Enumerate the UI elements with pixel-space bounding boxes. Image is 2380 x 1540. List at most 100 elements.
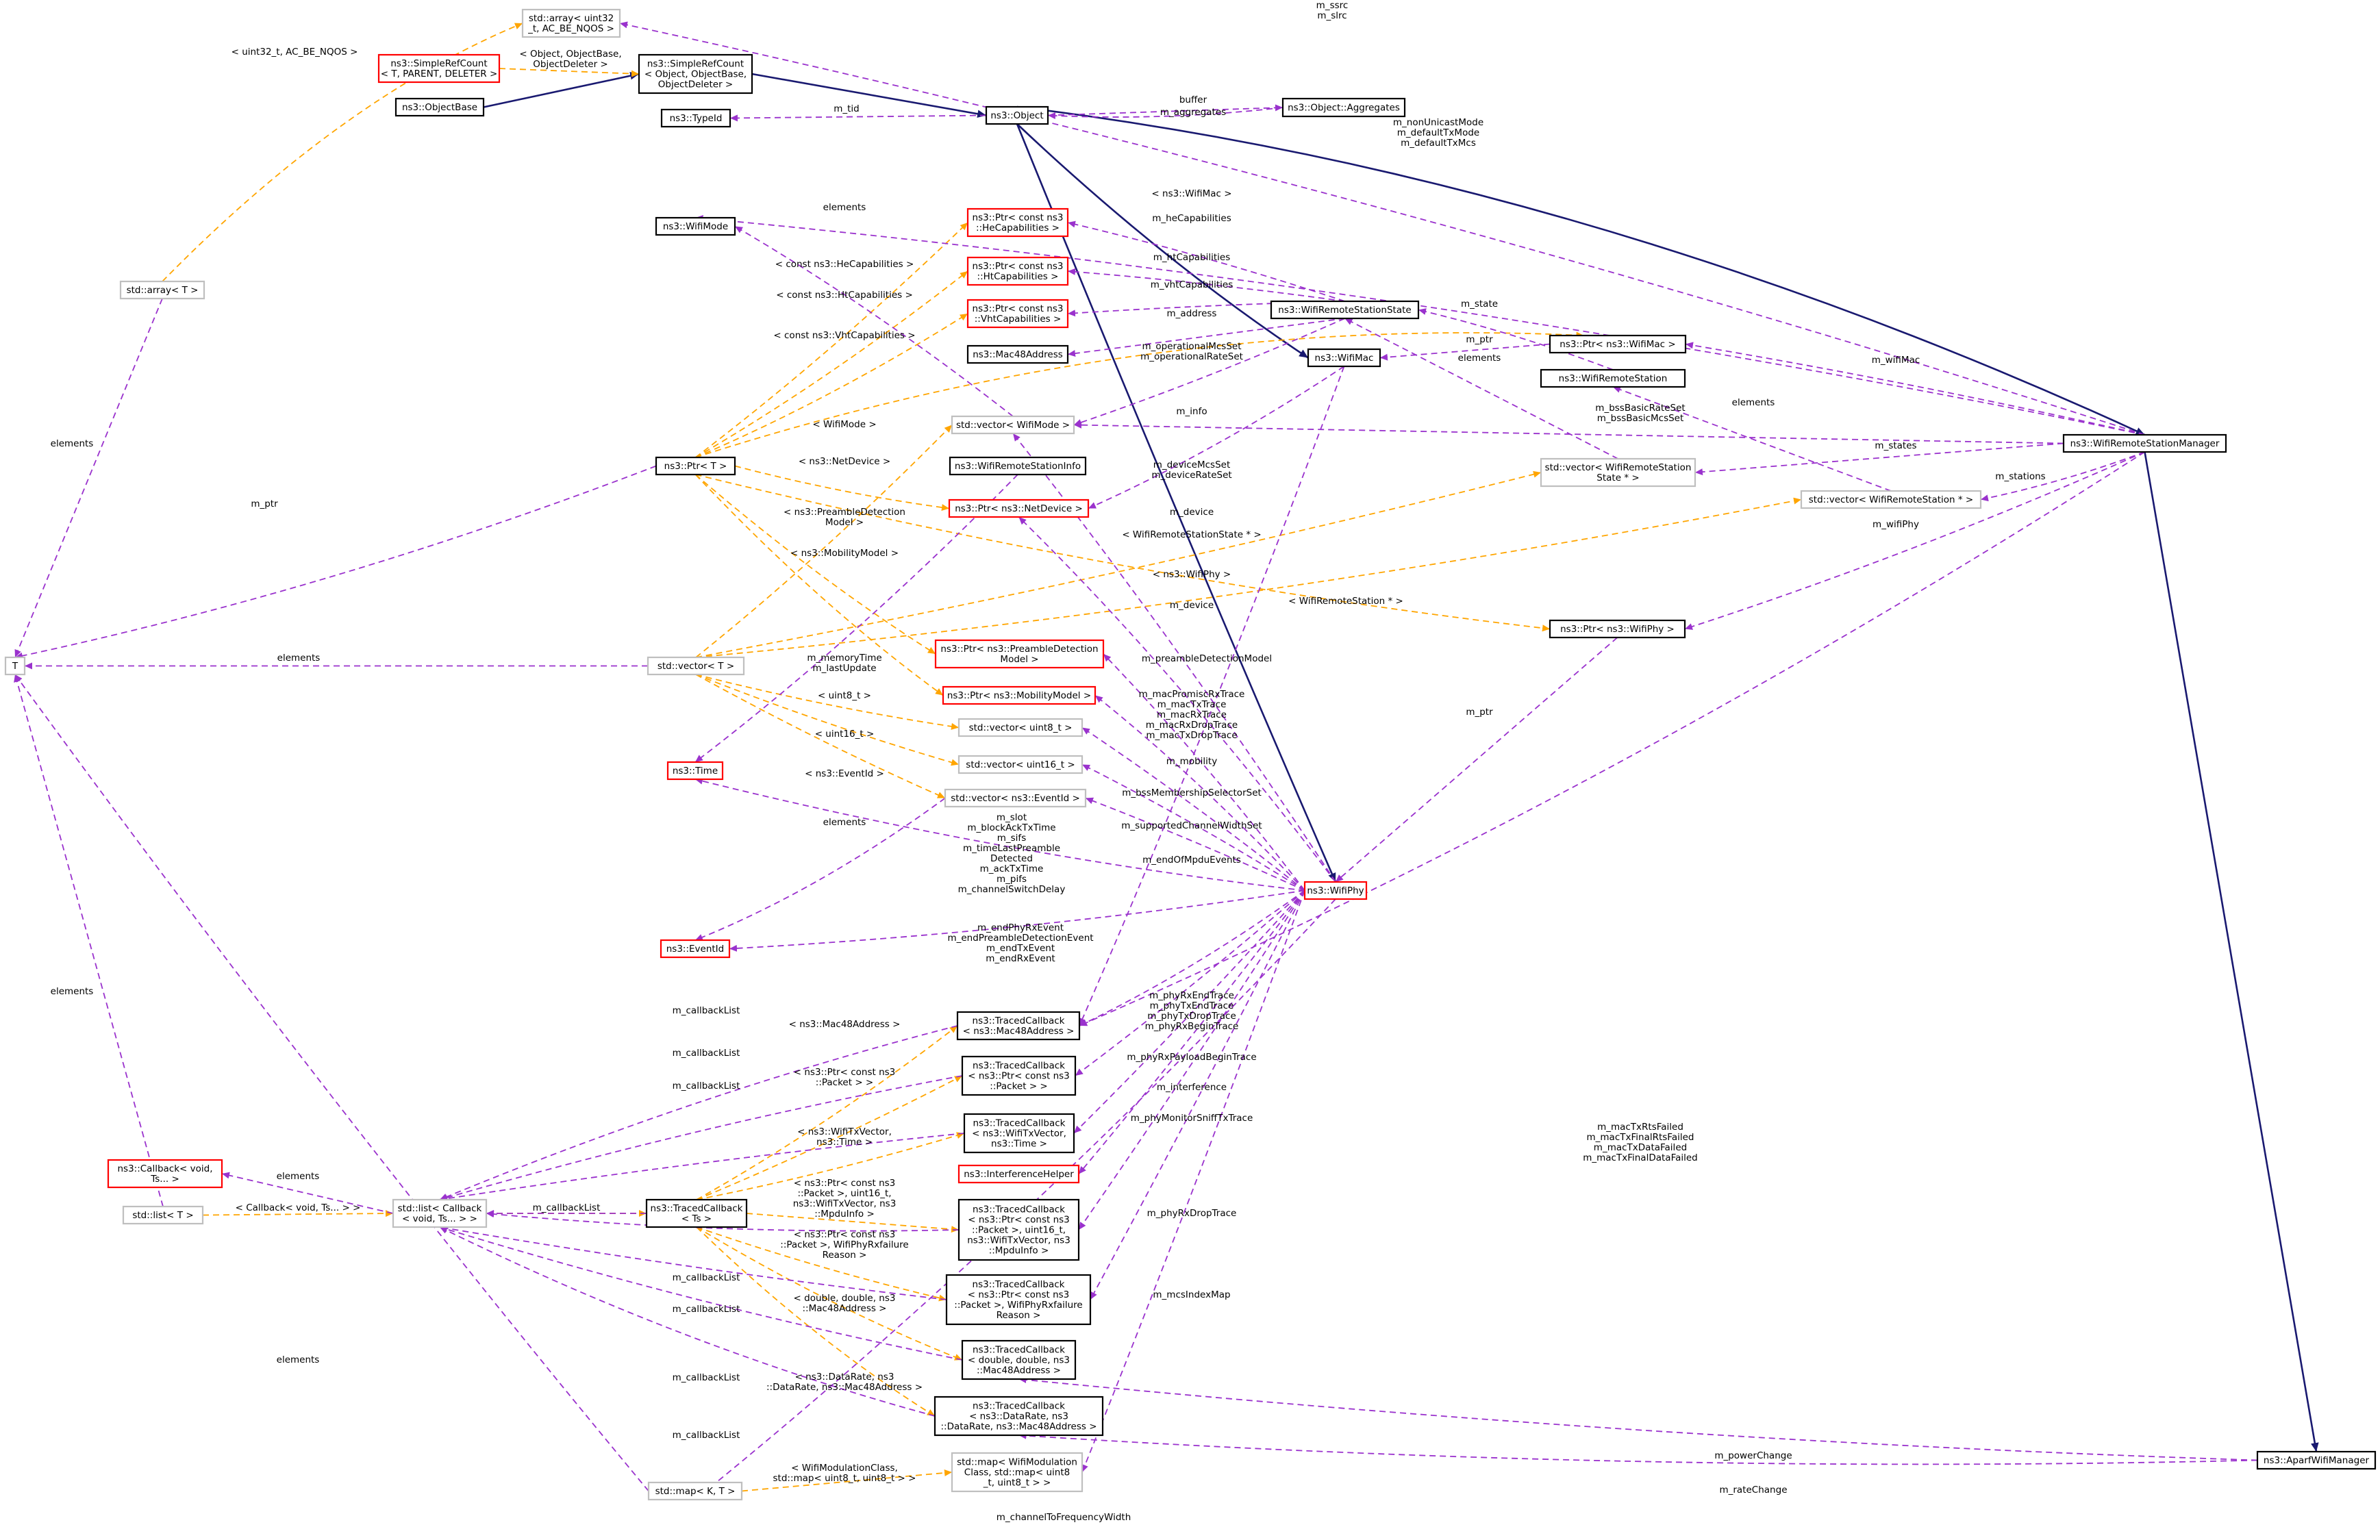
- edge-label-line: ns3::Time >: [816, 1137, 873, 1148]
- node-label-line: std::list< T >: [132, 1210, 193, 1221]
- edge-pPhy-to-phy: [1335, 637, 1618, 883]
- class-node-tcPkt[interactable]: ns3::TracedCallback< ns3::Ptr< const ns3…: [961, 1055, 1077, 1096]
- edge-label-line: ::DataRate, ns3::Mac48Address >: [766, 1382, 923, 1393]
- node-label-line: Reason >: [997, 1310, 1041, 1321]
- node-label: std::vector< ns3::EventId >: [951, 793, 1080, 804]
- class-node-obj[interactable]: ns3::Object: [985, 105, 1049, 125]
- class-node-cbVoid[interactable]: ns3::Callback< void,Ts... >: [107, 1159, 223, 1189]
- edge-label-line: m_callbackList: [673, 1304, 740, 1315]
- class-node-phy[interactable]: ns3::WifiPhy: [1303, 881, 1368, 900]
- class-node-tcTs[interactable]: ns3::TracedCallback< Ts >: [645, 1198, 748, 1228]
- edge-label: < ns3::WifiPhy >: [1153, 569, 1231, 580]
- class-node-pHt[interactable]: ns3::Ptr< const ns3::HtCapabilities >: [966, 256, 1069, 286]
- edge-rss-to-pHe: [1067, 220, 1345, 302]
- edge-label-line: < ns3::Ptr< const ns3: [794, 1229, 896, 1240]
- node-box: [660, 108, 731, 128]
- class-node-aparf[interactable]: ns3::AparfWifiManager: [2256, 1450, 2377, 1470]
- class-node-vMode[interactable]: std::vector< WifiMode >: [951, 415, 1075, 435]
- edge-label-line: elements: [823, 817, 866, 828]
- node-label: ns3::AparfWifiManager: [2264, 1455, 2370, 1466]
- node-label: ns3::TracedCallback< ns3::WifiTxVector,n…: [972, 1118, 1066, 1150]
- node-label-line: ns3::TypeId: [670, 113, 723, 124]
- class-node-tcMpdu[interactable]: ns3::TracedCallback< ns3::Ptr< const ns3…: [957, 1198, 1080, 1261]
- class-node-srcObj[interactable]: ns3::SimpleRefCount< Object, ObjectBase,…: [638, 53, 753, 94]
- node-box: [1303, 881, 1368, 900]
- node-label-line: Class, std::map< uint8: [964, 1467, 1070, 1478]
- edge-rss-to-pHt: [1067, 268, 1345, 302]
- node-label-line: < double, double, ns3: [968, 1355, 1070, 1366]
- class-node-lstCb[interactable]: std::list< Callback< void, Ts... > >: [392, 1198, 488, 1228]
- edge-label-line: < ns3::EventId >: [805, 768, 884, 779]
- class-node-objbase[interactable]: ns3::ObjectBase: [394, 97, 485, 117]
- edge-vMode-to-wmode: [734, 225, 1014, 417]
- class-node-tcMac[interactable]: ns3::TracedCallback< ns3::Mac48Address >: [956, 1011, 1081, 1041]
- class-node-rss[interactable]: ns3::WifiRemoteStationState: [1270, 300, 1420, 320]
- class-node-rsm[interactable]: ns3::WifiRemoteStationManager: [2062, 433, 2227, 453]
- class-node-vWrs[interactable]: std::vector< WifiRemoteStation * >: [1800, 490, 1982, 509]
- edge-label-line: m_htCapabilities: [1153, 252, 1231, 263]
- class-node-aggr[interactable]: ns3::Object::Aggregates: [1281, 97, 1406, 118]
- class-node-arr[interactable]: std::array< uint32_t, AC_BE_NQOS >: [521, 8, 621, 38]
- class-node-pPhy[interactable]: ns3::Ptr< ns3::WifiPhy >: [1549, 619, 1686, 639]
- edge-phy-to-time: [694, 777, 1305, 892]
- edge-label: m_preambleDetectionModel: [1142, 653, 1272, 664]
- node-label: ns3::WifiMac: [1315, 353, 1374, 364]
- edge-tcTs-to-tcRate: [696, 1226, 936, 1417]
- class-node-pVht[interactable]: ns3::Ptr< const ns3::VhtCapabilities >: [966, 299, 1069, 329]
- class-node-wmode[interactable]: ns3::WifiMode: [655, 216, 736, 236]
- class-node-ptrT[interactable]: ns3::Ptr< T >: [655, 456, 736, 476]
- edge-label-line: < WifiMode >: [812, 419, 876, 430]
- class-node-tcRate[interactable]: ns3::TracedCallback< ns3::DataRate, ns3:…: [934, 1396, 1104, 1437]
- node-label: ns3::Time: [673, 766, 718, 777]
- class-node-typeid[interactable]: ns3::TypeId: [660, 108, 731, 128]
- class-node-vU8[interactable]: std::vector< uint8_t >: [957, 718, 1083, 737]
- class-node-wrs[interactable]: ns3::WifiRemoteStation: [1540, 368, 1686, 388]
- class-node-wmac[interactable]: ns3::WifiMac: [1307, 348, 1381, 368]
- class-node-arrT[interactable]: std::array< T >: [119, 280, 205, 300]
- edge-label-line: m_wifiPhy: [1872, 519, 1919, 530]
- edge-label-line: m_operationalMcsSet: [1142, 341, 1241, 352]
- node-box: [961, 1055, 1077, 1096]
- node-label: ns3::WifiMode: [663, 221, 728, 232]
- edge-label: elements: [823, 202, 866, 213]
- edge-label: m_info: [1176, 406, 1207, 417]
- class-node-intf[interactable]: ns3::InterferenceHelper: [957, 1164, 1080, 1184]
- class-node-mapKT[interactable]: std::map< K, T >: [647, 1481, 743, 1501]
- edge-label-line: m_macTxDataFailed: [1594, 1142, 1687, 1153]
- edge-label: m_ptr: [1466, 707, 1493, 718]
- node-box: [985, 105, 1049, 125]
- class-node-tcDbl[interactable]: ns3::TracedCallback< double, double, ns3…: [961, 1339, 1077, 1380]
- class-node-tcTx[interactable]: ns3::TracedCallback< ns3::WifiTxVector,n…: [963, 1113, 1075, 1154]
- edge-label-line: < ns3::WifiTxVector,: [797, 1126, 892, 1137]
- class-node-pMac[interactable]: ns3::Ptr< ns3::WifiMac >: [1549, 334, 1687, 354]
- node-label-line: ns3::WifiPhy: [1307, 885, 1364, 896]
- node-label: ns3::TracedCallback< Ts >: [651, 1203, 743, 1224]
- class-node-mac48[interactable]: ns3::Mac48Address: [966, 344, 1069, 364]
- edge-phy-to-pPre: [1103, 653, 1305, 892]
- edge-label: < const ns3::HtCapabilities >: [776, 290, 913, 301]
- class-node-tcFail[interactable]: ns3::TracedCallback< ns3::Ptr< const ns3…: [945, 1274, 1092, 1326]
- node-box: [963, 1113, 1075, 1154]
- class-node-evid[interactable]: ns3::EventId: [660, 939, 731, 959]
- class-node-time[interactable]: ns3::Time: [666, 761, 724, 781]
- class-node-T[interactable]: T: [4, 656, 26, 676]
- edge-label-line: elements: [823, 202, 866, 213]
- edge-label: m_callbackList: [673, 1081, 740, 1091]
- class-node-rsi[interactable]: ns3::WifiRemoteStationInfo: [949, 456, 1087, 476]
- class-node-lstT[interactable]: std::list< T >: [122, 1205, 204, 1225]
- class-node-vU16[interactable]: std::vector< uint16_t >: [957, 755, 1083, 774]
- class-node-vT[interactable]: std::vector< T >: [647, 656, 745, 676]
- edge-label: m_aggregates: [1160, 107, 1226, 118]
- class-node-src[interactable]: ns3::SimpleRefCount< T, PARENT, DELETER …: [377, 53, 501, 84]
- node-label: ns3::Mac48Address: [973, 349, 1063, 360]
- edge-label: < ns3::Ptr< const ns3::Packet > >: [794, 1067, 896, 1088]
- class-node-pNet[interactable]: ns3::Ptr< ns3::NetDevice >: [948, 498, 1090, 518]
- edge-label-line: m_slot: [997, 812, 1027, 823]
- class-node-pMob[interactable]: ns3::Ptr< ns3::MobilityModel >: [942, 685, 1097, 705]
- class-node-pHe[interactable]: ns3::Ptr< const ns3::HeCapabilities >: [966, 207, 1069, 238]
- class-node-vEv[interactable]: std::vector< ns3::EventId >: [944, 788, 1087, 808]
